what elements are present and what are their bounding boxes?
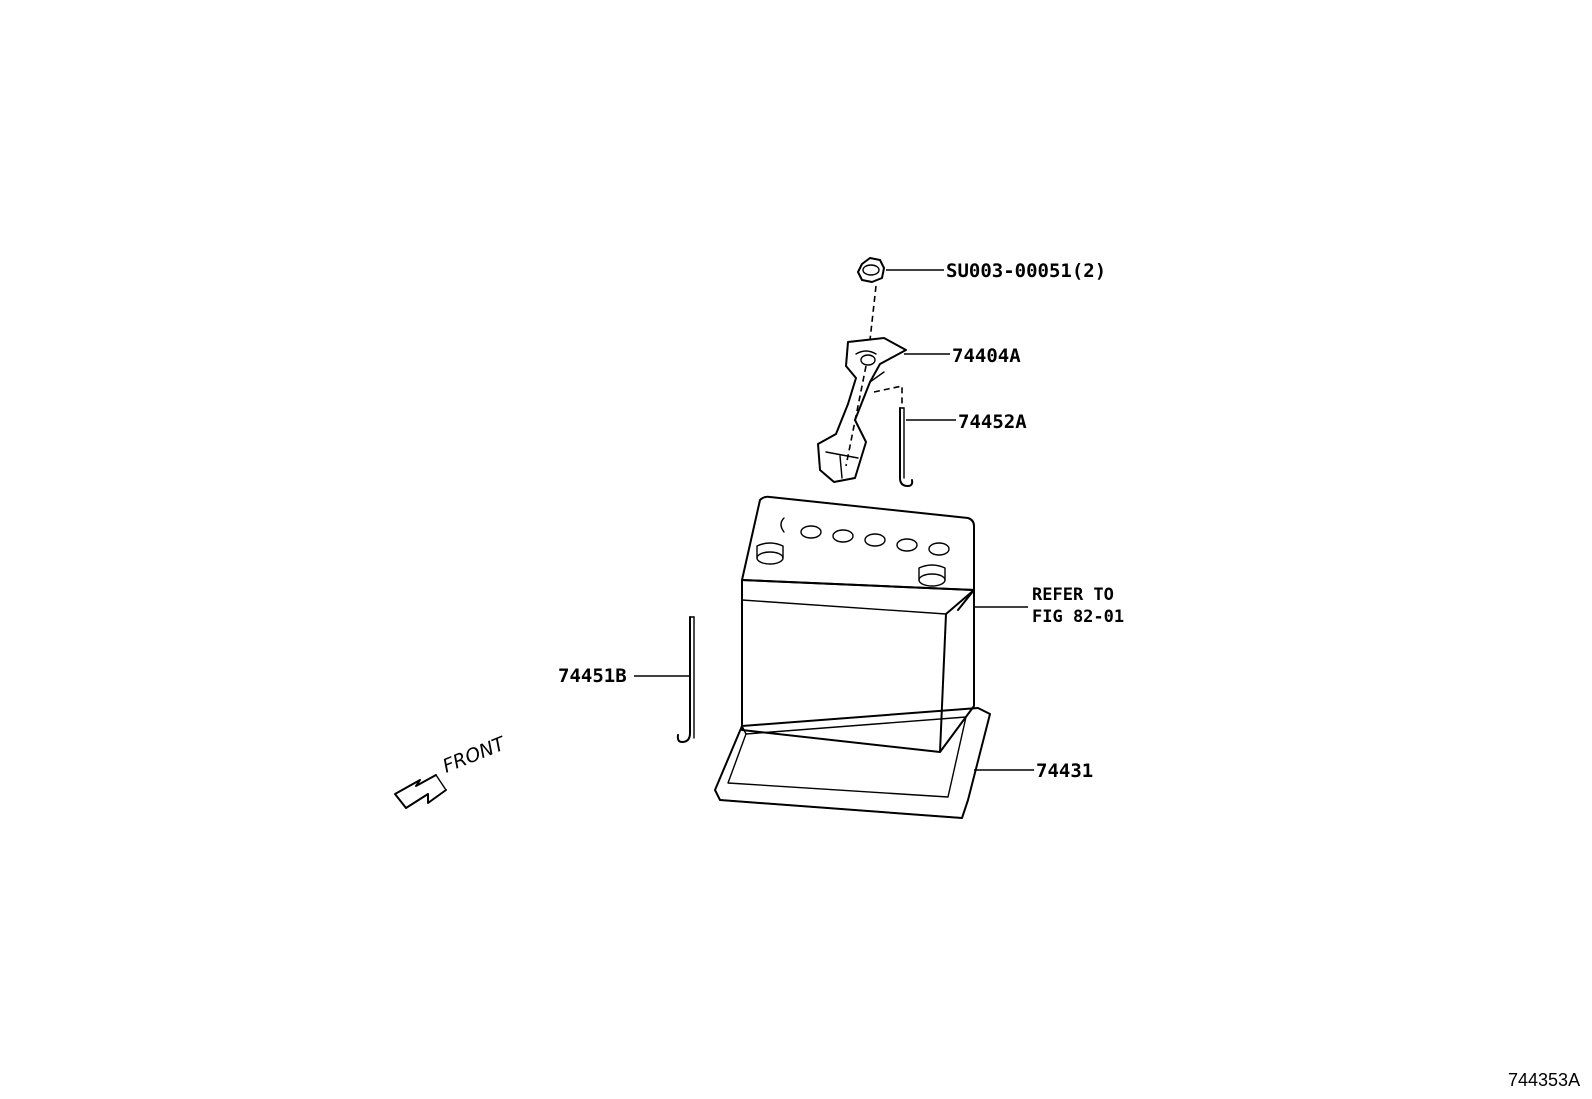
- figure-id: 744353A: [1508, 1070, 1580, 1090]
- label-battery-note-1: REFER TO: [1032, 585, 1114, 605]
- label-battery-note-2: FIG 82-01: [1032, 607, 1124, 627]
- battery-tray: [714, 707, 991, 819]
- assembly-guides: [845, 285, 903, 467]
- label-rod-short: 74452A: [958, 411, 1027, 433]
- hook-rod-long: [676, 616, 695, 743]
- leader-lines: [634, 269, 1034, 771]
- label-clamp: 74404A: [952, 345, 1021, 367]
- label-nut: SU003-00051(2): [946, 260, 1106, 282]
- front-label: FRONT: [440, 732, 510, 777]
- front-arrow: FRONT: [394, 732, 510, 809]
- flange-nut: [857, 257, 885, 283]
- battery: [741, 495, 975, 753]
- label-rod-long: 74451B: [558, 665, 627, 687]
- battery-clamp: [817, 337, 907, 483]
- label-tray: 74431: [1036, 760, 1093, 782]
